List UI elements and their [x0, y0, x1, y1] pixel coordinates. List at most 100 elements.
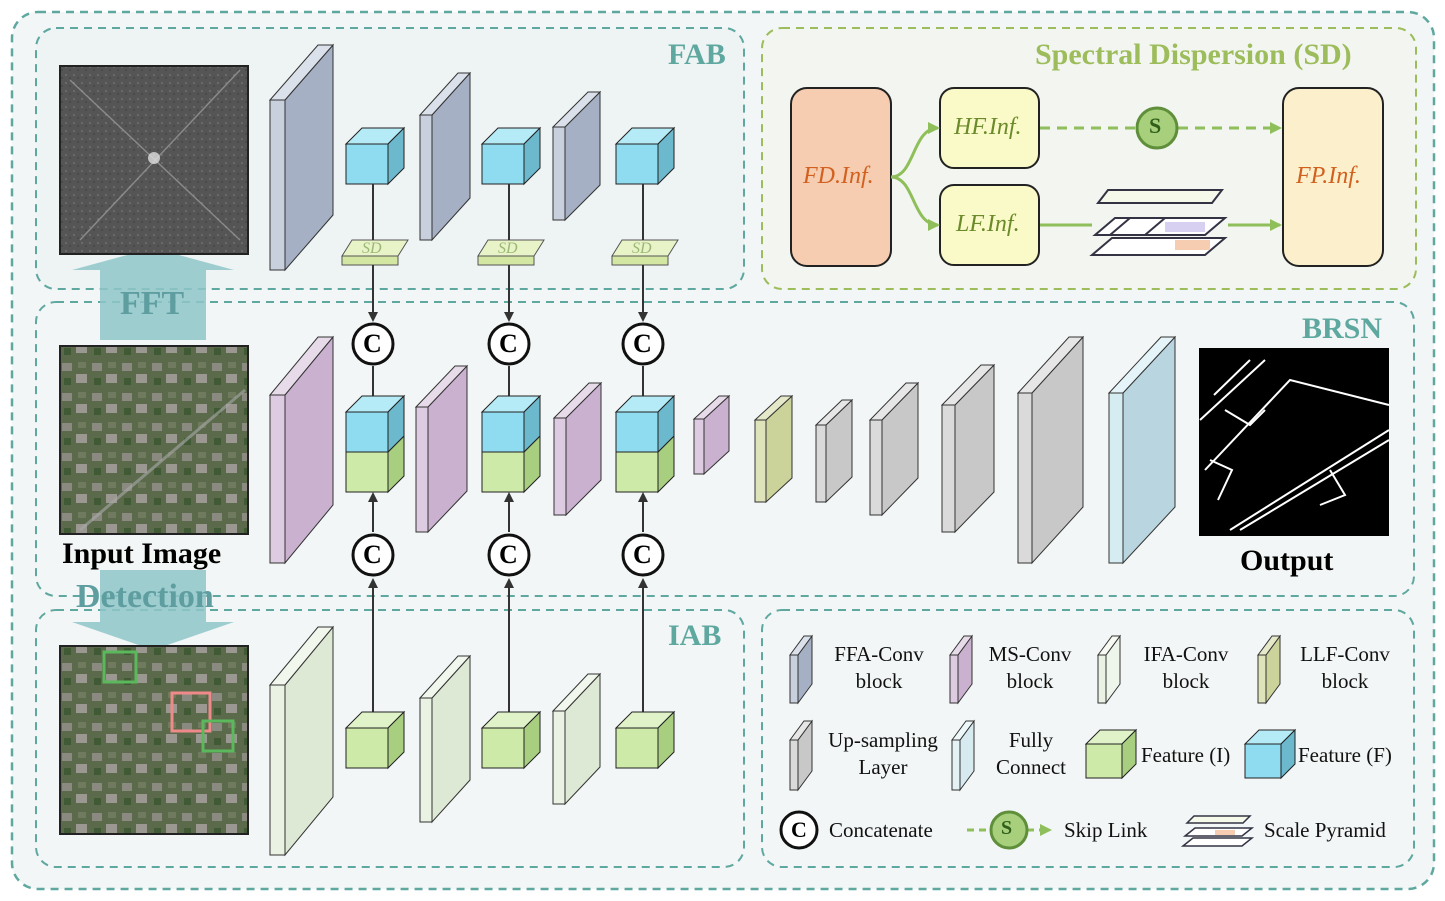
sd-plate-1 — [341, 239, 409, 266]
sd-title: Spectral Dispersion (SD) — [1035, 38, 1352, 71]
fft-label: FFT — [120, 285, 185, 322]
detection-label: Detection — [76, 578, 214, 615]
fft-arrow-shaft — [100, 290, 206, 340]
fully-connect-block — [1107, 335, 1177, 565]
ifa-conv-block-1 — [268, 625, 335, 857]
detection-box-green-1 — [102, 650, 138, 684]
concat-label-top-1: C — [363, 329, 382, 358]
sd-tag-3: SD — [632, 240, 652, 257]
brsn-title: BRSN — [1302, 312, 1383, 345]
lf-inf-label: LF.Inf. — [956, 211, 1020, 237]
sd-plate-2 — [477, 239, 545, 266]
iab-frame — [35, 609, 745, 868]
legend-ffa-conv-text: FFA-Conv block — [826, 641, 932, 695]
legend-ms-conv-text: MS-Conv block — [980, 641, 1080, 695]
skip-circle — [1135, 106, 1179, 150]
concat-label-bottom-1: C — [363, 540, 382, 569]
legend-llf-conv-line2: block — [1321, 669, 1369, 693]
scale-pyramid-icon — [1089, 189, 1228, 256]
lf-inf-box — [939, 184, 1040, 266]
ms-conv-block-3 — [552, 381, 603, 517]
stacked-feature-3 — [614, 394, 676, 494]
feature-i-cube-bottom-1 — [344, 710, 406, 770]
sd-tag-2: SD — [498, 240, 518, 257]
feature-f-cube-top-1 — [344, 126, 406, 186]
output-image-label: Output — [1240, 544, 1334, 577]
legend-ffa-conv-line2: block — [855, 669, 903, 693]
legend-ifa-conv-text: IFA-Conv block — [1134, 641, 1238, 695]
legend-concatenate-text: Concatenate — [829, 818, 933, 842]
legend-upsampling-line2: Layer — [858, 755, 908, 779]
legend-ifa-conv-line1: IFA-Conv — [1143, 642, 1229, 666]
concat-circle-bottom-1 — [351, 533, 395, 577]
legend-feature-i-text: Feature (I) — [1141, 743, 1231, 767]
concat-circle-top-3 — [621, 322, 665, 366]
sd-tag-1: SD — [362, 240, 382, 257]
concat-label-bottom-3: C — [633, 540, 652, 569]
concat-circle-bottom-3 — [621, 533, 665, 577]
feature-i-cube-bottom-2 — [480, 710, 542, 770]
ifa-conv-block-2 — [418, 654, 472, 824]
legend-ffa-conv-icon — [789, 634, 813, 705]
feature-f-cube-top-3 — [614, 126, 676, 186]
legend-upsampling-line1: Up-sampling — [828, 728, 938, 752]
ffa-conv-block-1 — [268, 43, 335, 272]
brsn-frame — [35, 301, 1415, 597]
legend-fully-connect-text: Fully Connect — [984, 727, 1078, 781]
concat-label-top-3: C — [633, 329, 652, 358]
input-image — [59, 345, 249, 535]
legend-scale-pyramid-text: Scale Pyramid — [1264, 818, 1386, 842]
feature-f-cube-top-2 — [480, 126, 542, 186]
legend-feature-f-icon — [1243, 728, 1297, 780]
upsampling-block-1 — [814, 398, 854, 504]
legend-skip-letter: S — [1001, 817, 1013, 839]
iab-title: IAB — [668, 619, 722, 652]
legend-fully-connect-line1: Fully — [1008, 728, 1054, 752]
upsampling-block-4 — [1016, 335, 1085, 565]
stacked-feature-1 — [344, 394, 406, 494]
fd-inf-label: FD.Inf. — [803, 163, 874, 189]
fp-inf-box — [1282, 87, 1384, 267]
feature-i-cube-bottom-3 — [614, 710, 676, 770]
legend-fully-connect-icon — [951, 719, 975, 792]
fft-arrow-icon — [72, 248, 234, 290]
llf-conv-block — [753, 394, 794, 504]
hf-inf-box — [939, 87, 1040, 169]
ms-conv-block-4 — [692, 394, 731, 476]
ms-conv-block-1 — [268, 335, 335, 565]
stacked-feature-2 — [480, 394, 542, 494]
detection-arrow-icon — [72, 622, 234, 650]
legend-upsampling-text: Up-sampling Layer — [818, 727, 948, 781]
legend-concat-letter: C — [791, 817, 807, 842]
legend-ms-conv-line1: MS-Conv — [988, 642, 1072, 666]
ffa-conv-block-2 — [418, 71, 472, 242]
hf-inf-label: HF.Inf. — [954, 114, 1022, 140]
legend-ifa-conv-icon — [1097, 634, 1121, 705]
legend-ifa-conv-line2: block — [1162, 669, 1210, 693]
upsampling-block-3 — [940, 363, 996, 534]
legend-feature-f-text: Feature (F) — [1298, 743, 1392, 767]
ms-conv-block-2 — [414, 364, 469, 534]
concat-circle-top-1 — [351, 322, 395, 366]
legend-ms-conv-line2: block — [1006, 669, 1054, 693]
legend-skip-link-icon — [967, 810, 1052, 850]
ffa-conv-block-3 — [551, 90, 602, 222]
legend-llf-conv-icon — [1257, 634, 1281, 705]
legend-scale-pyramid-icon — [1180, 815, 1255, 847]
legend-fully-connect-line2: Connect — [996, 755, 1066, 779]
legend-llf-conv-text: LLF-Conv block — [1292, 641, 1398, 695]
detection-box-red — [170, 691, 212, 733]
upsampling-block-2 — [868, 381, 920, 517]
legend-skip-link-text: Skip Link — [1064, 818, 1148, 842]
concat-label-bottom-2: C — [499, 540, 518, 569]
fab-title: FAB — [668, 38, 726, 71]
detection-image — [59, 645, 249, 835]
concat-circle-top-2 — [487, 322, 531, 366]
input-image-label: Input Image — [62, 537, 222, 570]
sd-plate-3 — [611, 239, 679, 266]
legend-llf-conv-line1: LLF-Conv — [1300, 642, 1390, 666]
legend-upsampling-icon — [789, 719, 813, 792]
detection-box-green-2 — [201, 719, 235, 753]
